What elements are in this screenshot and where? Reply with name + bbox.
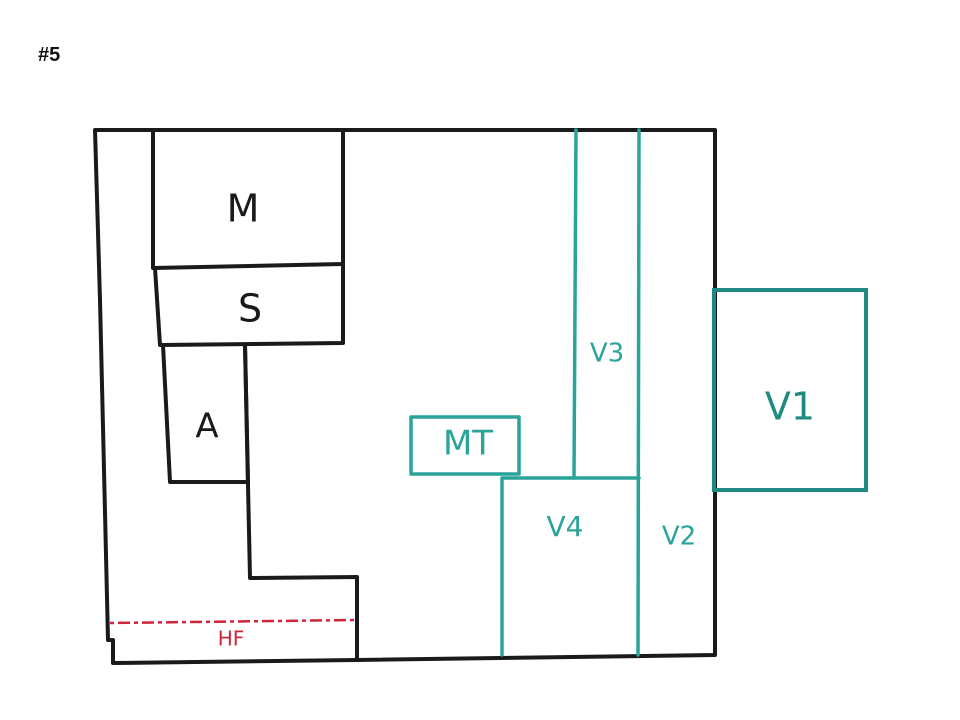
v2-label: V2 [662, 522, 696, 552]
room-m-outline [151, 128, 345, 270]
inner-l-wall [243, 343, 359, 662]
v3-label: V3 [590, 339, 624, 369]
outer-boundary [93, 128, 717, 665]
hf-label: HF [218, 627, 245, 651]
room-a-label: A [195, 407, 218, 447]
room-s-label: S [238, 287, 262, 331]
room-m-label: M [227, 187, 260, 231]
v3-left-wall [572, 128, 578, 480]
page-number: #5 [38, 44, 61, 66]
hf-dashed-line [109, 618, 357, 625]
v3-v2-divider [636, 128, 641, 657]
v4-label: V4 [547, 510, 584, 543]
v4-outline [500, 476, 641, 657]
v1-label: V1 [765, 385, 815, 429]
mt-label: MT [443, 424, 493, 464]
room-s-outline [153, 262, 345, 347]
mt-outline [409, 415, 521, 476]
v1-outline [712, 288, 868, 492]
